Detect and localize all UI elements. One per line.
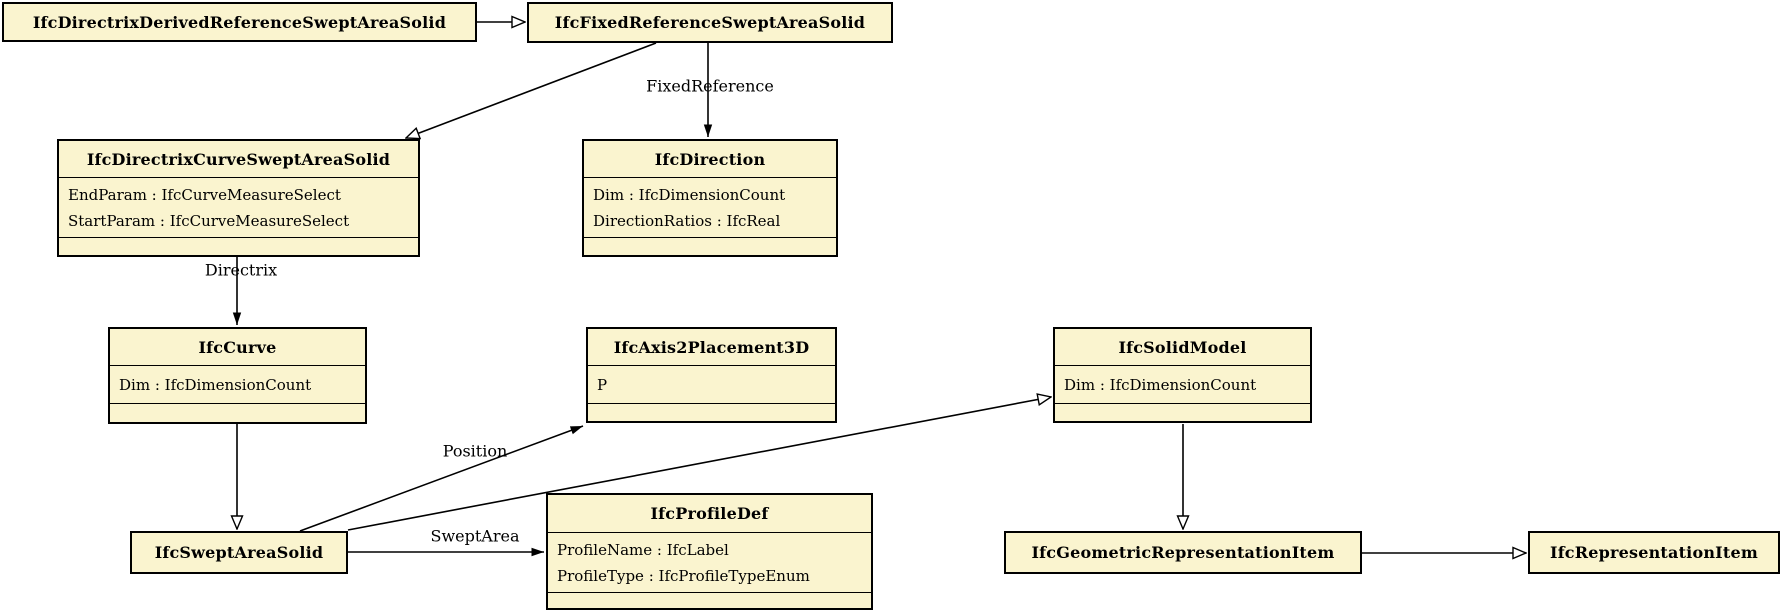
attributes-compartment: P [588, 365, 835, 403]
operations-compartment [110, 403, 365, 422]
class-name: IfcRepresentationItem [1550, 543, 1758, 562]
attribute: P [597, 376, 608, 394]
attributes-compartment: Dim : IfcDimensionCount [110, 365, 365, 403]
class-box-ifcdirectrixcurvesweptareasolid[interactable]: IfcDirectrixCurveSweptAreaSolid EndParam… [57, 139, 420, 257]
edge-inherit-sweptareasolid-to-solidmodel [347, 397, 1051, 531]
operations-compartment [1055, 403, 1310, 421]
class-box-ifcdirection[interactable]: IfcDirection Dim : IfcDimensionCount Dir… [582, 139, 838, 257]
attributes-compartment: Dim : IfcDimensionCount [1055, 365, 1310, 403]
class-name: IfcFixedReferenceSweptAreaSolid [554, 13, 866, 32]
class-box-ifcrepresentationitem[interactable]: IfcRepresentationItem [1528, 531, 1780, 574]
edge-label-position: Position [442, 441, 508, 461]
edge-label-directrix: Directrix [204, 260, 278, 280]
class-name: IfcSweptAreaSolid [154, 543, 324, 562]
class-box-ifcaxis2placement3d[interactable]: IfcAxis2Placement3D P [586, 327, 837, 423]
attribute: StartParam : IfcCurveMeasureSelect [68, 212, 350, 230]
class-box-ifcdirectrixderivedreferencesweptareasolid[interactable]: IfcDirectrixDerivedReferenceSweptAreaSol… [2, 2, 477, 42]
operations-compartment [584, 237, 836, 255]
class-name: IfcDirectrixDerivedReferenceSweptAreaSol… [32, 12, 447, 32]
class-box-ifcsolidmodel[interactable]: IfcSolidModel Dim : IfcDimensionCount [1053, 327, 1312, 423]
attribute: DirectionRatios : IfcReal [593, 212, 781, 230]
class-box-ifccurve[interactable]: IfcCurve Dim : IfcDimensionCount [108, 327, 367, 424]
class-box-ifcgeometricrepresentationitem[interactable]: IfcGeometricRepresentationItem [1004, 531, 1362, 574]
class-name: IfcSolidModel [1118, 337, 1247, 357]
operations-compartment [588, 403, 835, 421]
attributes-compartment: ProfileName : IfcLabel ProfileType : Ifc… [548, 532, 871, 592]
attributes-compartment: EndParam : IfcCurveMeasureSelect StartPa… [59, 177, 418, 237]
operations-compartment [548, 592, 871, 608]
class-box-ifcsweptareasolid[interactable]: IfcSweptAreaSolid [130, 531, 348, 574]
class-name: IfcProfileDef [650, 504, 769, 523]
edge-label-fixedreference: FixedReference [646, 76, 774, 96]
class-box-ifcprofiledef[interactable]: IfcProfileDef ProfileName : IfcLabel Pro… [546, 493, 873, 610]
edge-assoc-position [299, 425, 584, 532]
attribute: ProfileName : IfcLabel [557, 541, 729, 559]
attribute: Dim : IfcDimensionCount [1064, 376, 1257, 394]
class-name: IfcDirection [654, 149, 766, 169]
class-name: IfcAxis2Placement3D [613, 337, 810, 357]
edge-label-sweptarea: SweptArea [430, 526, 520, 546]
attribute: ProfileType : IfcProfileTypeEnum [557, 567, 810, 585]
attributes-compartment: Dim : IfcDimensionCount DirectionRatios … [584, 177, 836, 237]
class-name: IfcDirectrixCurveSweptAreaSolid [86, 149, 391, 169]
class-name: IfcGeometricRepresentationItem [1031, 543, 1335, 562]
class-name: IfcCurve [198, 337, 277, 357]
class-box-ifcfixedreferencesweptareasolid[interactable]: IfcFixedReferenceSweptAreaSolid [527, 2, 893, 43]
operations-compartment [59, 237, 418, 255]
edge-inherit-fixedref-to-directrixcurve [406, 42, 657, 138]
attribute: Dim : IfcDimensionCount [593, 186, 786, 204]
attribute: EndParam : IfcCurveMeasureSelect [68, 186, 341, 204]
attribute: Dim : IfcDimensionCount [119, 376, 312, 394]
